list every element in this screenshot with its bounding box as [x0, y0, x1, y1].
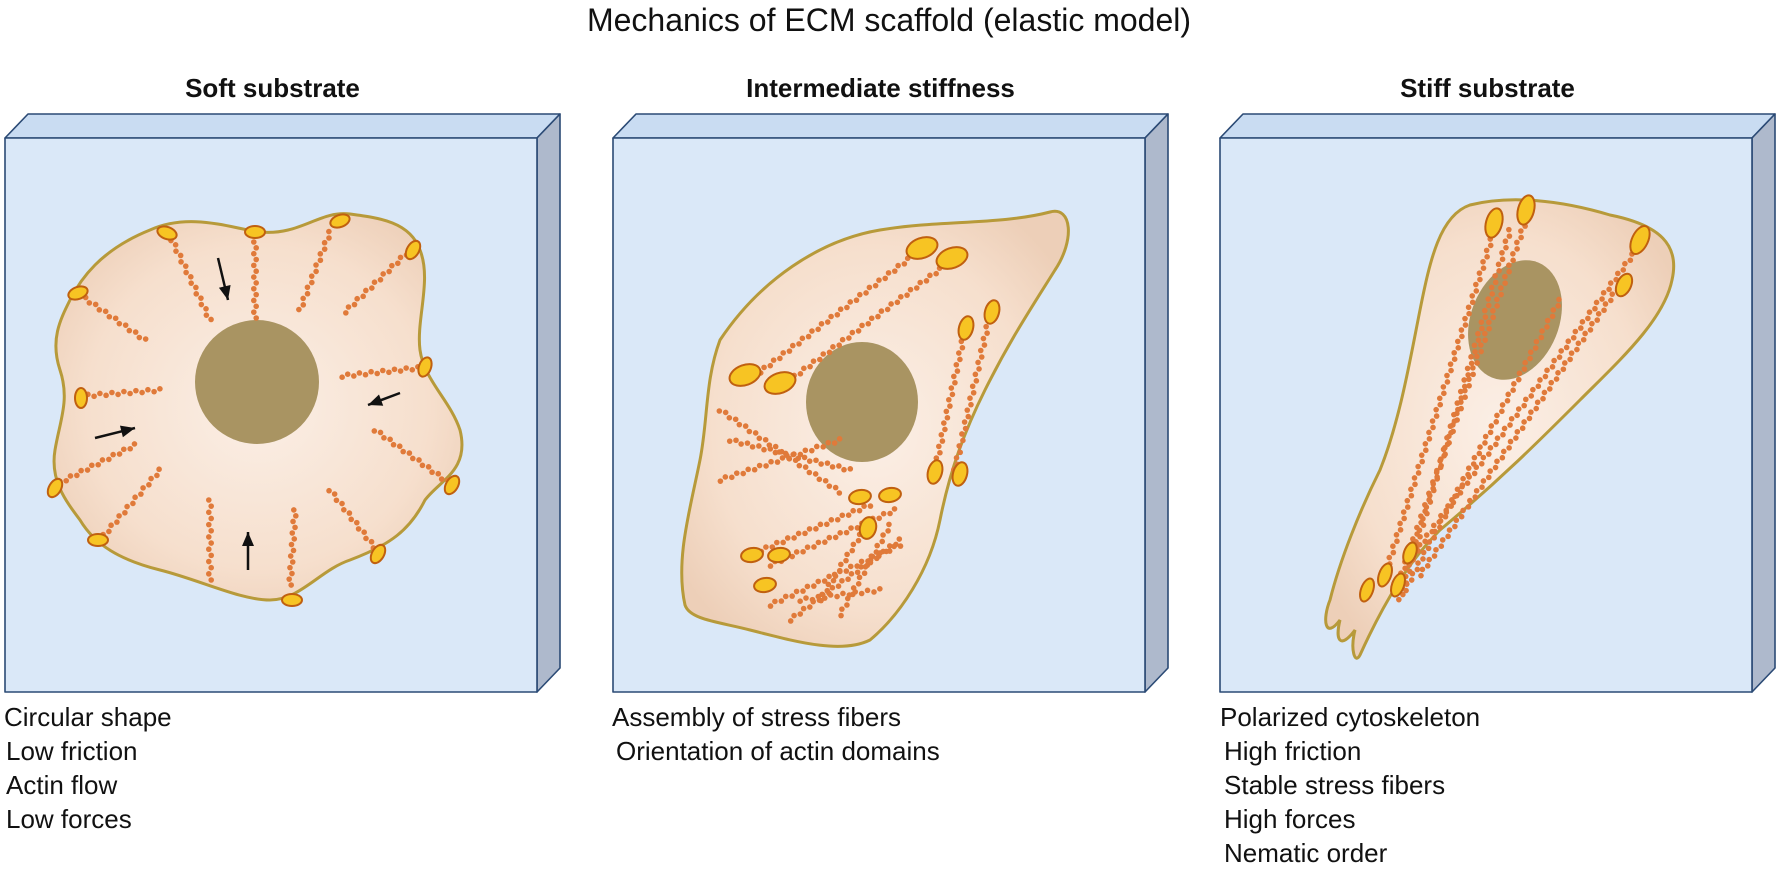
panel-title-soft: Soft substrate — [185, 73, 360, 103]
description-line: High forces — [1224, 804, 1356, 834]
description-line: Nematic order — [1224, 838, 1388, 868]
actin-fiber — [1382, 224, 1498, 579]
focal-adhesion — [1629, 224, 1651, 256]
flow-arrow — [367, 391, 401, 407]
actin-fiber — [717, 436, 843, 484]
actin-fiber — [726, 437, 854, 473]
actin-fiber — [251, 239, 259, 321]
nucleus — [195, 320, 319, 444]
focal-adhesion — [404, 239, 422, 261]
focal-adhesion — [983, 299, 1001, 325]
cell-stiff — [1324, 194, 1676, 660]
description-line: Stable stress fibers — [1224, 770, 1446, 800]
substrate-top-face — [1219, 113, 1776, 139]
description-line: Actin flow — [6, 770, 118, 800]
nucleus — [806, 342, 918, 462]
actin-fiber — [1418, 281, 1622, 579]
actin-fiber — [767, 543, 904, 609]
substrate-side-face — [536, 113, 561, 693]
focal-adhesion — [1484, 207, 1504, 239]
actin-fiber — [168, 237, 214, 323]
cell-soft — [46, 212, 464, 607]
flow-arrow — [242, 532, 254, 570]
focal-adhesion — [935, 246, 969, 270]
focal-adhesions — [1359, 194, 1651, 603]
focal-adhesion — [905, 236, 939, 260]
focal-adhesion — [763, 371, 797, 395]
actin-fiber — [286, 507, 299, 588]
focal-adhesion — [1402, 541, 1418, 565]
actin-fiber — [206, 497, 214, 583]
description-line: Orientation of actin domains — [616, 736, 940, 766]
description-line: High friction — [1224, 736, 1362, 766]
substrate-side-face — [1144, 113, 1169, 693]
focal-adhesion — [1359, 577, 1375, 603]
focal-adhesion — [753, 576, 777, 594]
focal-adhesion — [926, 459, 944, 485]
focal-adhesion — [740, 546, 764, 564]
panel-title-intermediate: Intermediate stiffness — [746, 73, 1015, 103]
focal-adhesion — [1390, 572, 1406, 598]
description-line: Circular shape — [4, 702, 172, 732]
description-line: Polarized cytoskeleton — [1220, 702, 1481, 732]
description-stiff: Polarized cytoskeleton High friction Sta… — [1220, 700, 1480, 870]
actin-fiber — [326, 487, 382, 555]
focal-adhesion — [74, 387, 88, 409]
actin-fiber — [797, 586, 883, 604]
substrate-side-face — [1751, 113, 1776, 693]
focal-adhesion — [848, 488, 872, 506]
description-soft: Circular shape Low friction Actin flow L… — [4, 700, 172, 836]
focal-adhesion — [1377, 562, 1393, 588]
focal-adhesion — [46, 477, 64, 499]
focal-adhesion — [443, 474, 461, 496]
substrate-top-face — [4, 113, 561, 139]
description-line: Low forces — [6, 804, 132, 834]
focal-adhesion — [1516, 194, 1536, 226]
focal-adhesion — [1614, 272, 1634, 298]
focal-adhesion — [728, 363, 762, 387]
focal-adhesion — [417, 356, 433, 378]
flow-arrow — [216, 257, 231, 301]
actin-fiber — [1403, 296, 1562, 594]
actin-fiber — [76, 293, 149, 342]
focal-adhesion — [281, 593, 303, 607]
actin-fiber — [296, 228, 332, 313]
focal-adhesions — [46, 213, 461, 607]
actin-flow-arrows — [94, 257, 401, 570]
panel-title-stiff: Stiff substrate — [1400, 73, 1575, 103]
substrate-top-face — [612, 113, 1169, 139]
stress-fibers — [716, 248, 993, 624]
cell-intermediate — [680, 209, 1070, 648]
focal-adhesion — [67, 285, 89, 301]
flow-arrow — [94, 425, 136, 440]
focal-adhesion — [878, 486, 902, 504]
description-line: Low friction — [6, 736, 138, 766]
description-line: Assembly of stress fibers — [612, 702, 901, 732]
actin-fiber — [757, 248, 921, 376]
focal-adhesion — [957, 315, 975, 341]
focal-adhesion — [858, 516, 878, 540]
figure-title: Mechanics of ECM scaffold (elastic model… — [586, 2, 1192, 38]
focal-adhesion — [156, 225, 178, 241]
description-intermediate: Assembly of stress fibers Orientation of… — [612, 700, 940, 768]
focal-adhesions — [728, 236, 1001, 594]
focal-adhesion — [329, 213, 351, 229]
focal-adhesion — [951, 461, 969, 487]
focal-adhesion — [767, 546, 791, 564]
focal-adhesion — [369, 543, 387, 565]
focal-adhesion — [244, 225, 266, 239]
actin-fiber — [747, 503, 874, 559]
focal-adhesion — [87, 533, 109, 547]
